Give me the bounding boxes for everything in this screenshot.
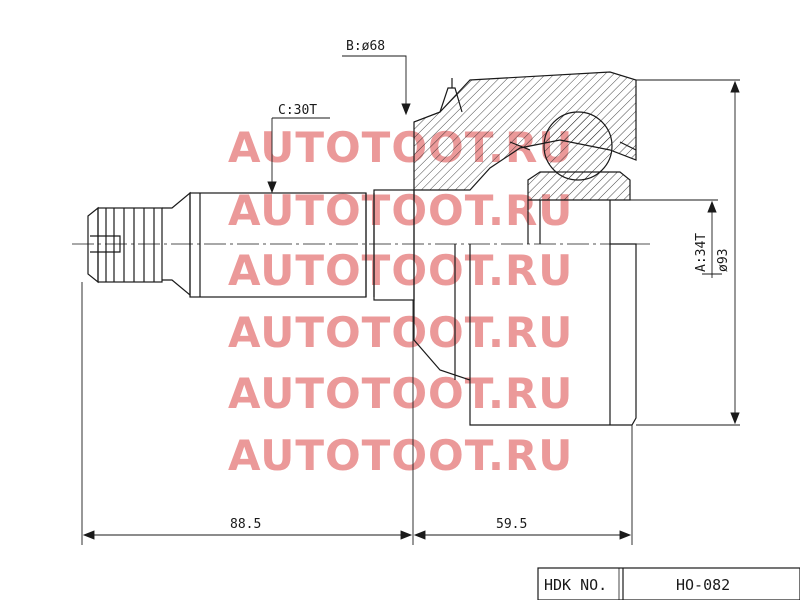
dimensions — [81, 55, 740, 545]
part-outline — [72, 71, 650, 426]
label-spline-outer: C:30T — [278, 103, 317, 118]
thread-body — [97, 207, 163, 283]
stub-slot — [90, 235, 121, 253]
label-outer-diameter: ø93 — [716, 249, 731, 272]
inner-race — [527, 171, 631, 201]
label-length-left: 88.5 — [230, 517, 261, 532]
watermark-text: AUTOTOOT.RU — [228, 308, 573, 357]
leader-b — [342, 55, 407, 112]
watermark-text: AUTOTOOT.RU — [228, 186, 573, 235]
title-block-label: HDK NO. — [544, 576, 607, 594]
watermark-text: AUTOTOOT.RU — [228, 431, 573, 480]
label-seal-diameter: B:ø68 — [346, 39, 385, 54]
ball — [543, 111, 613, 181]
watermark-text: AUTOTOOT.RU — [228, 369, 573, 418]
part-number: HO-082 — [676, 576, 730, 594]
housing-body — [413, 200, 637, 426]
thread-end — [87, 206, 99, 284]
title-block: HDK NO. HO-082 — [537, 567, 800, 600]
watermarks: AUTOTOOT.RU AUTOTOOT.RU AUTOTOOT.RU AUTO… — [228, 123, 573, 480]
label-length-right: 59.5 — [496, 517, 527, 532]
title-block-frame — [537, 567, 800, 600]
watermark-text: AUTOTOOT.RU — [228, 246, 573, 295]
label-spline-inner: A:34T — [694, 233, 709, 272]
boot-ring — [413, 87, 463, 123]
